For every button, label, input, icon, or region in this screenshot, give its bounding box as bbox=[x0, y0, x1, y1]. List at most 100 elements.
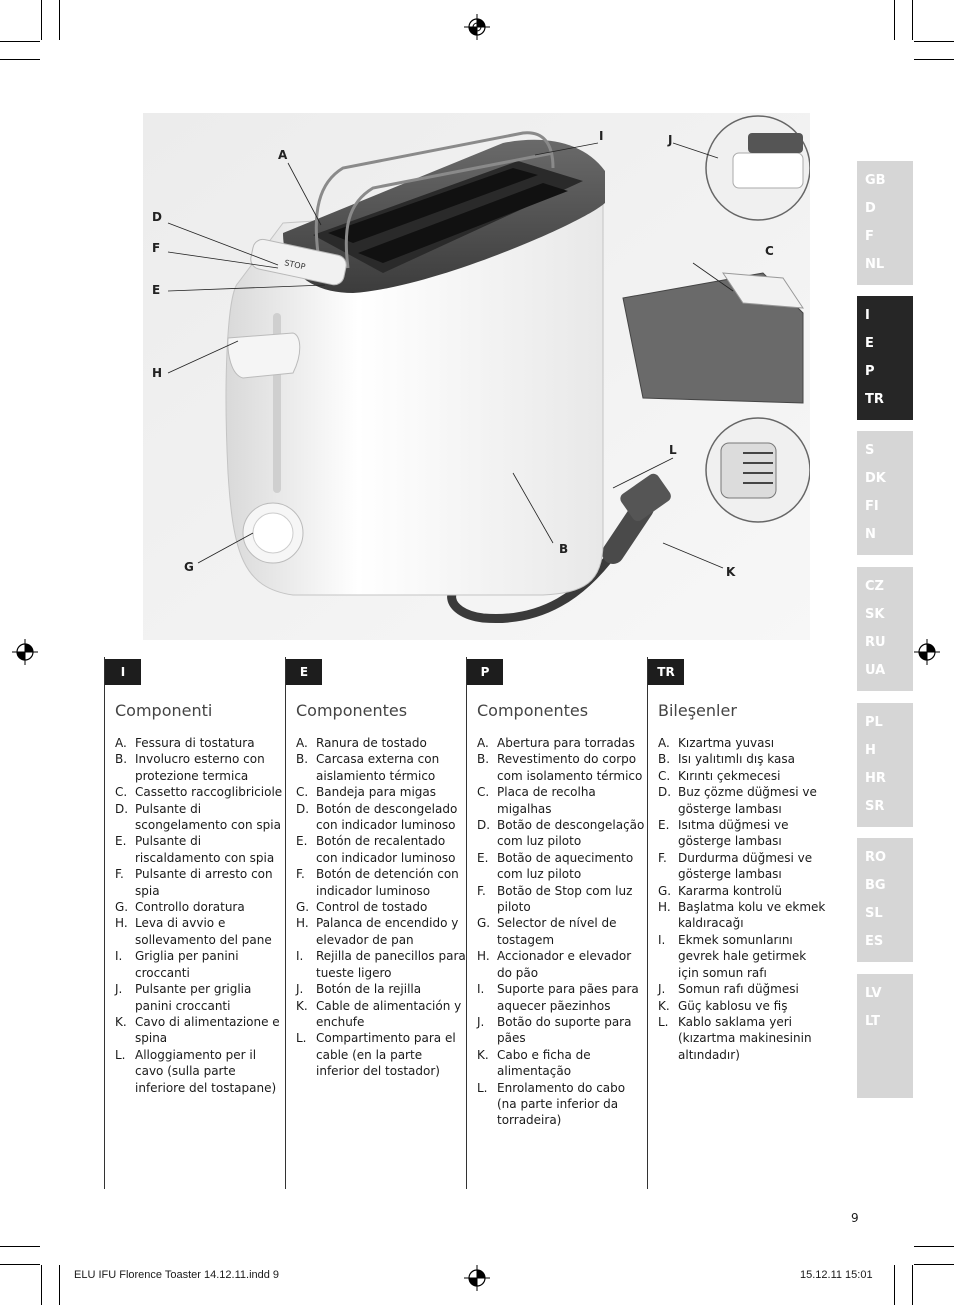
language-tab-i[interactable]: I bbox=[865, 308, 870, 323]
language-tab-h[interactable]: H bbox=[865, 743, 876, 758]
registration-mark-icon bbox=[464, 14, 490, 40]
crop-mark bbox=[41, 0, 42, 40]
list-item: F.Botão de Stop com luz piloto bbox=[477, 883, 647, 916]
list-item: G.Selector de nível de tostagem bbox=[477, 915, 647, 948]
language-tab-group[interactable]: RO BG SL ES bbox=[857, 838, 913, 962]
language-tab-group-active[interactable]: I E P TR bbox=[857, 296, 913, 420]
list-item: D.Botón de descongelado con indicador lu… bbox=[296, 801, 466, 834]
list-item: E.Pulsante di riscaldamento con spia bbox=[115, 833, 285, 866]
item-text: Rejilla de panecillos para tueste ligero bbox=[316, 949, 466, 980]
language-tab-nl[interactable]: NL bbox=[865, 257, 885, 272]
list-item: G. Control de tostado bbox=[296, 899, 466, 915]
crop-mark bbox=[59, 0, 60, 40]
stop-label: STOP bbox=[284, 258, 307, 271]
item-letter: B. bbox=[477, 752, 490, 767]
language-tab-group[interactable]: PL H HR SR bbox=[857, 703, 913, 827]
language-tab-sr[interactable]: SR bbox=[865, 799, 885, 814]
crop-mark bbox=[912, 0, 913, 40]
list-item: E.Botão de aquecimento com luz piloto bbox=[477, 850, 647, 883]
item-text: Cabo e ficha de alimentação bbox=[497, 1047, 591, 1079]
list-item: F.Pulsante di arresto con spia bbox=[115, 866, 285, 899]
item-letter: K. bbox=[477, 1047, 489, 1062]
item-letter: L. bbox=[115, 1047, 126, 1062]
callout-f: F bbox=[152, 241, 161, 255]
item-text: Botón de descongelado con indicador lumi… bbox=[316, 801, 458, 833]
list-item: J.Pulsante per griglia panini croccanti bbox=[115, 981, 285, 1014]
list-item: F.Durdurma düğmesi ve gösterge lambası bbox=[658, 850, 828, 883]
item-text: Accionador e elevador do pão bbox=[497, 949, 632, 980]
language-tab-ua[interactable]: UA bbox=[865, 663, 886, 678]
language-tab-gb[interactable]: GB bbox=[865, 173, 886, 188]
item-text: Fessura di tostatura bbox=[135, 736, 255, 750]
item-text: Botão de Stop com luz piloto bbox=[497, 883, 633, 915]
language-tab-group[interactable]: S DK FI N bbox=[857, 431, 913, 555]
callout-h: H bbox=[152, 366, 163, 380]
footer-filename: ELU IFU Florence Toaster 14.12.11.indd 9 bbox=[74, 1269, 280, 1281]
language-tab-tr[interactable]: TR bbox=[865, 392, 884, 407]
list-item: A.Fessura di tostatura bbox=[115, 735, 285, 751]
language-badge: TR bbox=[648, 659, 684, 685]
language-tab-cz[interactable]: CZ bbox=[865, 579, 884, 594]
item-text: Botão de descongelação com luz piloto bbox=[497, 818, 645, 849]
list-item: E.Botón de recalentado con indicador lum… bbox=[296, 833, 466, 866]
list-item: L.Kablo saklama yeri (kızartma makinesin… bbox=[658, 1014, 828, 1063]
language-tab-e[interactable]: E bbox=[865, 336, 874, 351]
language-tab-bg[interactable]: BG bbox=[865, 878, 886, 893]
callout-j: J bbox=[668, 133, 673, 147]
list-item: B.Revestimento do corpo com isolamento t… bbox=[477, 751, 647, 784]
item-letter: C. bbox=[477, 785, 490, 800]
item-letter: E. bbox=[296, 834, 308, 849]
language-tab-ru[interactable]: RU bbox=[865, 635, 886, 650]
list-item: F.Botón de detención con indicador lumin… bbox=[296, 866, 466, 899]
item-text: Bandeja para migas bbox=[316, 785, 437, 800]
item-letter: B. bbox=[115, 752, 128, 767]
item-text: Placa de recolha migalhas bbox=[497, 785, 596, 816]
language-tab-fi[interactable]: FI bbox=[865, 499, 879, 514]
item-text: Somun rafı düğmesi bbox=[678, 982, 799, 997]
language-tab-d[interactable]: D bbox=[865, 201, 876, 216]
language-tab-sk[interactable]: SK bbox=[865, 607, 885, 622]
item-letter: F. bbox=[296, 867, 305, 882]
list-item: L.Alloggiamento per il cavo (sulla parte… bbox=[115, 1047, 285, 1096]
language-tab-f[interactable]: F bbox=[865, 229, 874, 244]
page-number: 9 bbox=[851, 1211, 859, 1225]
list-item: D.Botão de descongelação com luz piloto bbox=[477, 817, 647, 850]
language-tab-lt[interactable]: LT bbox=[865, 1014, 880, 1029]
language-tab-s[interactable]: S bbox=[865, 443, 875, 458]
list-item: B.Isı yalıtımlı dış kasa bbox=[658, 751, 828, 767]
item-text: Botão do suporte para pães bbox=[497, 1014, 632, 1046]
item-letter: C. bbox=[296, 785, 309, 800]
language-tab-n[interactable]: N bbox=[865, 527, 876, 542]
callout-e: E bbox=[152, 283, 161, 297]
item-letter: G. bbox=[296, 900, 310, 915]
language-tab-pl[interactable]: PL bbox=[865, 715, 883, 730]
list-item: A.Ranura de tostado bbox=[296, 735, 466, 751]
language-tab-group[interactable]: CZ SK RU UA bbox=[857, 567, 913, 691]
item-letter: J. bbox=[115, 982, 123, 997]
list-item: K.Cable de alimentación y enchufe bbox=[296, 998, 466, 1031]
item-letter: L. bbox=[296, 1031, 307, 1046]
list-item: L.Compartimento para el cable (en la par… bbox=[296, 1030, 466, 1079]
list-item: I.Griglia per panini croccanti bbox=[115, 948, 285, 981]
list-item: C.Kırıntı çekmecesi bbox=[658, 768, 828, 784]
section-heading: Componenti bbox=[115, 701, 213, 720]
language-tab-group[interactable]: GB D F NL bbox=[857, 161, 913, 285]
language-tab-es[interactable]: ES bbox=[865, 934, 884, 949]
list-item: H.Palanca de encendido y elevador de pan bbox=[296, 915, 466, 948]
item-text: Control de tostado bbox=[316, 900, 428, 915]
language-tab-sl[interactable]: SL bbox=[865, 906, 883, 921]
language-tab-dk[interactable]: DK bbox=[865, 471, 886, 486]
language-tab-ro[interactable]: RO bbox=[865, 850, 887, 865]
language-tab-lv[interactable]: LV bbox=[865, 986, 882, 1001]
list-item: I.Suporte para pães para aquecer pãezinh… bbox=[477, 981, 647, 1014]
item-letter: G. bbox=[658, 883, 672, 898]
crop-mark bbox=[894, 1265, 895, 1305]
language-tab-p[interactable]: P bbox=[865, 364, 875, 379]
callout-b: B bbox=[559, 542, 569, 556]
language-tab-hr[interactable]: HR bbox=[865, 771, 886, 786]
language-tab-group[interactable]: LV LT bbox=[857, 974, 913, 1098]
